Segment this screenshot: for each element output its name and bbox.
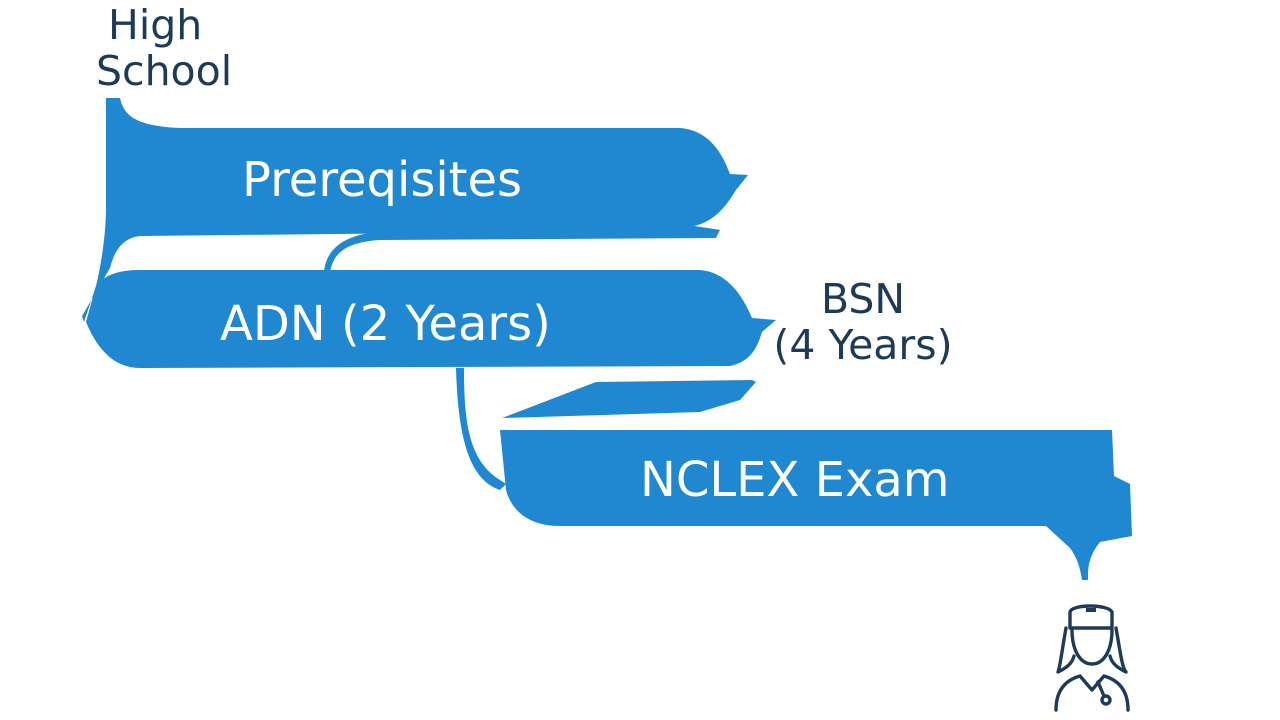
bsn-label: BSN (4 Years) bbox=[756, 276, 970, 368]
high-school-label-line2: School bbox=[96, 47, 233, 95]
connector-adn-nclex bbox=[456, 368, 506, 490]
high-school-label-line1: High bbox=[108, 1, 203, 49]
bsn-label-line1: BSN bbox=[820, 275, 906, 323]
band-adn bbox=[86, 270, 776, 368]
nurse-icon bbox=[1054, 604, 1130, 712]
nclex-label: NCLEX Exam bbox=[640, 452, 950, 508]
band-bsn bbox=[502, 380, 756, 418]
adn-label: ADN (2 Years) bbox=[220, 296, 551, 352]
bsn-label-line2: (4 Years) bbox=[773, 321, 953, 369]
band-prerequisites bbox=[82, 98, 748, 322]
high-school-label: High School bbox=[96, 2, 246, 94]
band-nclex bbox=[500, 430, 1132, 580]
connector-prereq-adn bbox=[324, 226, 720, 272]
prerequisites-label: Prereqisites bbox=[242, 152, 523, 208]
